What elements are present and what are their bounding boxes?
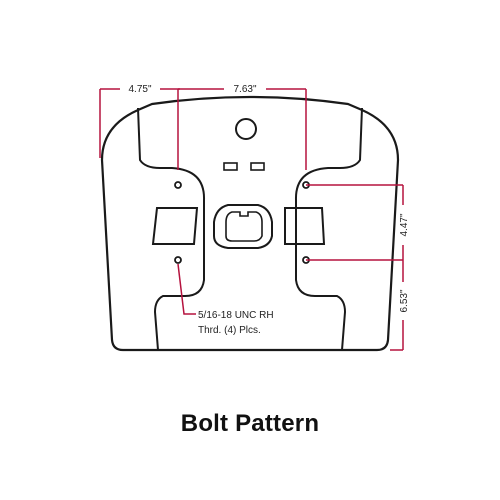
dimension-lines xyxy=(99,88,404,351)
dim-label-4-75: 4.75" xyxy=(128,84,151,95)
left-bracket-panel xyxy=(137,107,206,351)
bolt-hole-bottom-left xyxy=(174,256,182,264)
thread-note-line1: 5/16-18 UNC RH xyxy=(198,310,274,321)
center-latch-inner xyxy=(225,211,263,242)
right-window xyxy=(284,207,326,245)
bolt-hole-top-left xyxy=(174,181,182,189)
diagram-caption: Bolt Pattern xyxy=(180,410,320,437)
slot-left xyxy=(223,162,238,171)
center-latch-outer xyxy=(213,204,273,249)
top-mount-hole xyxy=(235,118,257,140)
dim-label-7-63: 7.63" xyxy=(233,84,256,95)
dim-label-4-47: 4.47" xyxy=(399,213,410,236)
thread-note-line2: Thrd. (4) Plcs. xyxy=(198,325,261,336)
left-window xyxy=(151,207,199,245)
thread-note-leader xyxy=(177,263,196,315)
right-bracket-panel xyxy=(294,107,363,351)
dim-label-6-53: 6.53" xyxy=(399,289,410,312)
slot-right xyxy=(250,162,265,171)
